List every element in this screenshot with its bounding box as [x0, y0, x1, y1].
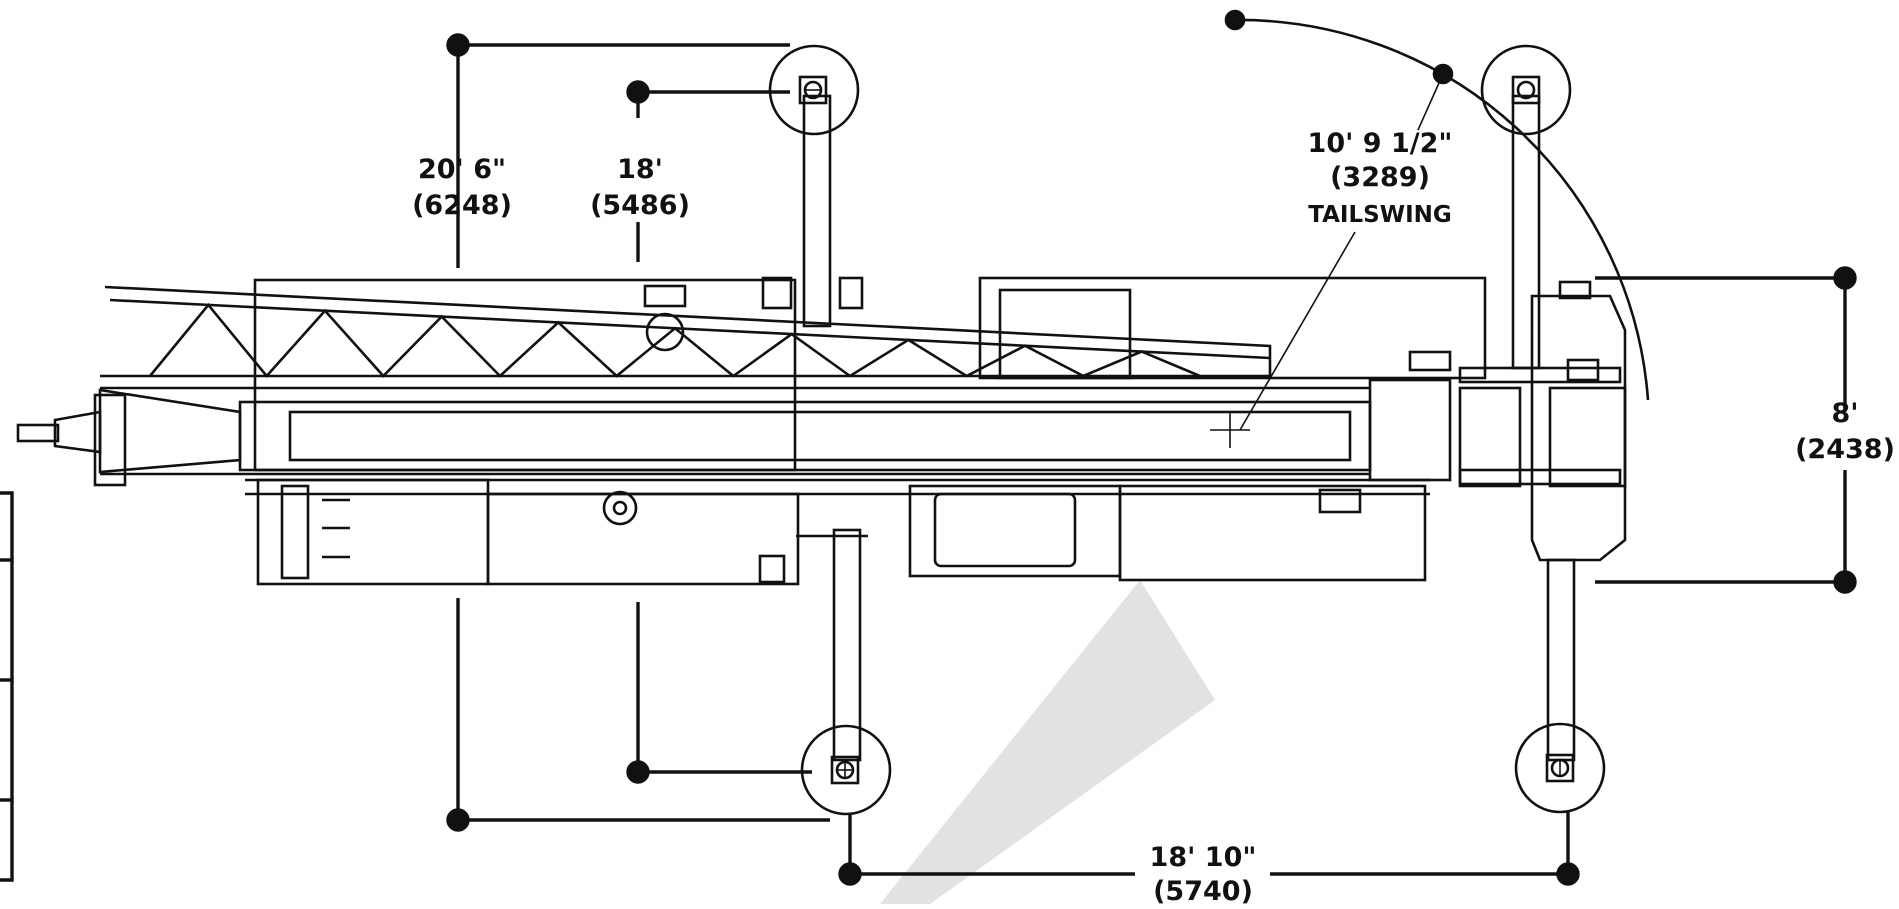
- watermark: [880, 580, 1215, 904]
- outer-span-value: 20' 6": [418, 154, 506, 185]
- outer-span-metric: (6248): [412, 190, 512, 221]
- base-metric: (5740): [1153, 876, 1253, 904]
- tailswing-value: 10' 9 1/2": [1308, 128, 1453, 159]
- dimension-line-base: [838, 812, 1580, 886]
- boom-base-body: [253, 276, 1487, 472]
- outrigger-front-upper: [768, 44, 860, 328]
- dimension-line-outer-span: [446, 33, 830, 832]
- body-width-value: 8': [1831, 398, 1858, 429]
- carrier-chassis: [245, 478, 1430, 586]
- telescopic-boom: [16, 378, 1452, 487]
- turntable: [1408, 280, 1627, 562]
- outrigger-front-lower: [796, 528, 892, 816]
- dimension-line-inner-span: [626, 80, 812, 784]
- tailswing-label: TAILSWING: [1308, 202, 1452, 228]
- inner-span-value: 18': [617, 154, 663, 185]
- outrigger-rear-lower: [1514, 558, 1606, 814]
- outrigger-rear-upper: [1480, 44, 1572, 370]
- lattice-jib: [100, 285, 1272, 378]
- inner-span-metric: (5486): [590, 190, 690, 221]
- tailswing-metric: (3289): [1330, 162, 1430, 193]
- left-edge-bracket: [0, 491, 14, 882]
- tailswing-arc: [1224, 9, 1650, 431]
- dimension-line-width: [1595, 266, 1857, 594]
- body-width-metric: (2438): [1795, 434, 1895, 465]
- base-value: 18' 10": [1150, 842, 1257, 873]
